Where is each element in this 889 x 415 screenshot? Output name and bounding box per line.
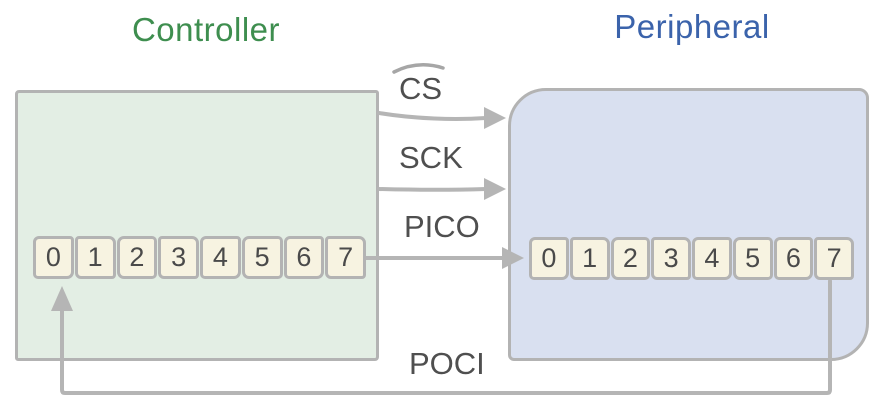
peripheral-register-bit: 7 <box>814 237 854 280</box>
peripheral-title: Peripheral <box>614 8 770 45</box>
controller-register-bit: 6 <box>283 236 325 279</box>
peripheral-register-bit: 3 <box>651 237 691 280</box>
cs-wire <box>377 111 488 121</box>
sck-arrowhead-icon <box>484 178 506 200</box>
controller-register-bit: 1 <box>74 236 116 279</box>
sck-signal-label: SCK <box>399 140 463 175</box>
peripheral-register-bit: 4 <box>692 237 732 280</box>
controller-shift-register: 0 1 2 3 4 5 6 7 <box>33 236 366 279</box>
controller-title: Controller <box>131 11 281 48</box>
pico-signal-label: PICO <box>404 209 480 244</box>
peripheral-register-bit: 0 <box>529 237 569 280</box>
peripheral-register-bit: 1 <box>569 237 610 280</box>
controller-register-bit: 7 <box>325 236 366 279</box>
cs-arrowhead-icon <box>484 107 506 129</box>
controller-box <box>15 90 379 361</box>
controller-register-bit: 4 <box>200 236 241 279</box>
poci-signal-label: POCI <box>409 346 485 381</box>
cs-signal-label: CS <box>399 71 443 106</box>
peripheral-register-bit: 2 <box>610 237 651 280</box>
controller-register-bit: 3 <box>158 236 199 279</box>
controller-register-bit: 5 <box>241 236 283 279</box>
sck-wire <box>377 187 488 192</box>
controller-register-bit: 2 <box>116 236 158 279</box>
peripheral-shift-register: 0 1 2 3 4 5 6 7 <box>529 237 854 280</box>
peripheral-box <box>508 88 869 361</box>
peripheral-register-bit: 5 <box>732 237 773 280</box>
controller-register-bit: 0 <box>33 236 74 279</box>
peripheral-register-bit: 6 <box>773 237 814 280</box>
